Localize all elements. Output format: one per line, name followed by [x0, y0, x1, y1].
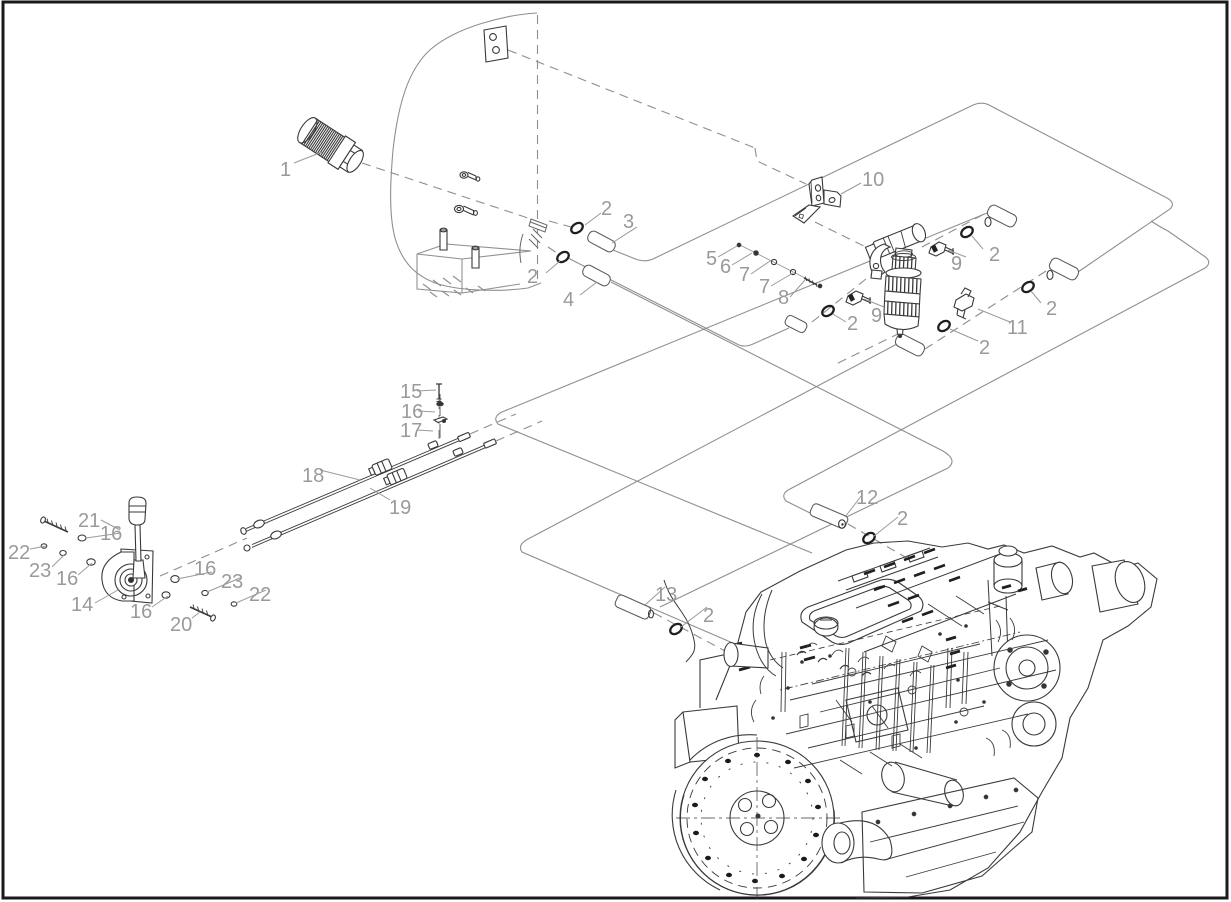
svg-text:18: 18	[302, 465, 324, 487]
svg-text:3: 3	[623, 211, 634, 233]
svg-text:14: 14	[71, 594, 93, 616]
svg-text:12: 12	[856, 487, 878, 509]
svg-text:2: 2	[527, 266, 538, 288]
svg-text:2: 2	[979, 337, 990, 359]
svg-text:16: 16	[194, 558, 216, 580]
svg-text:15: 15	[400, 381, 422, 403]
svg-text:23: 23	[29, 560, 51, 582]
svg-text:6: 6	[720, 256, 731, 278]
svg-text:21: 21	[78, 510, 100, 532]
svg-text:11: 11	[1007, 317, 1028, 339]
svg-text:22: 22	[8, 542, 30, 564]
svg-text:16: 16	[56, 568, 78, 590]
svg-text:20: 20	[170, 614, 192, 636]
svg-text:2: 2	[847, 313, 858, 335]
svg-text:7: 7	[739, 264, 750, 286]
svg-text:2: 2	[989, 244, 1000, 266]
svg-text:16: 16	[401, 401, 423, 423]
svg-text:16: 16	[130, 601, 152, 623]
svg-text:9: 9	[951, 253, 962, 275]
svg-text:2: 2	[897, 508, 908, 530]
svg-text:2: 2	[703, 605, 714, 627]
svg-text:19: 19	[389, 497, 411, 519]
svg-text:7: 7	[759, 276, 770, 298]
svg-text:13: 13	[655, 584, 677, 606]
svg-text:8: 8	[778, 287, 789, 309]
svg-text:16: 16	[100, 523, 122, 545]
svg-text:22: 22	[249, 584, 271, 606]
svg-text:1: 1	[280, 159, 291, 181]
svg-text:17: 17	[400, 420, 422, 442]
svg-text:2: 2	[601, 198, 612, 220]
svg-text:10: 10	[862, 169, 884, 191]
svg-text:23: 23	[221, 571, 243, 593]
svg-text:5: 5	[706, 248, 717, 270]
svg-text:4: 4	[563, 289, 574, 311]
svg-text:9: 9	[871, 305, 882, 327]
svg-text:2: 2	[1046, 298, 1057, 320]
